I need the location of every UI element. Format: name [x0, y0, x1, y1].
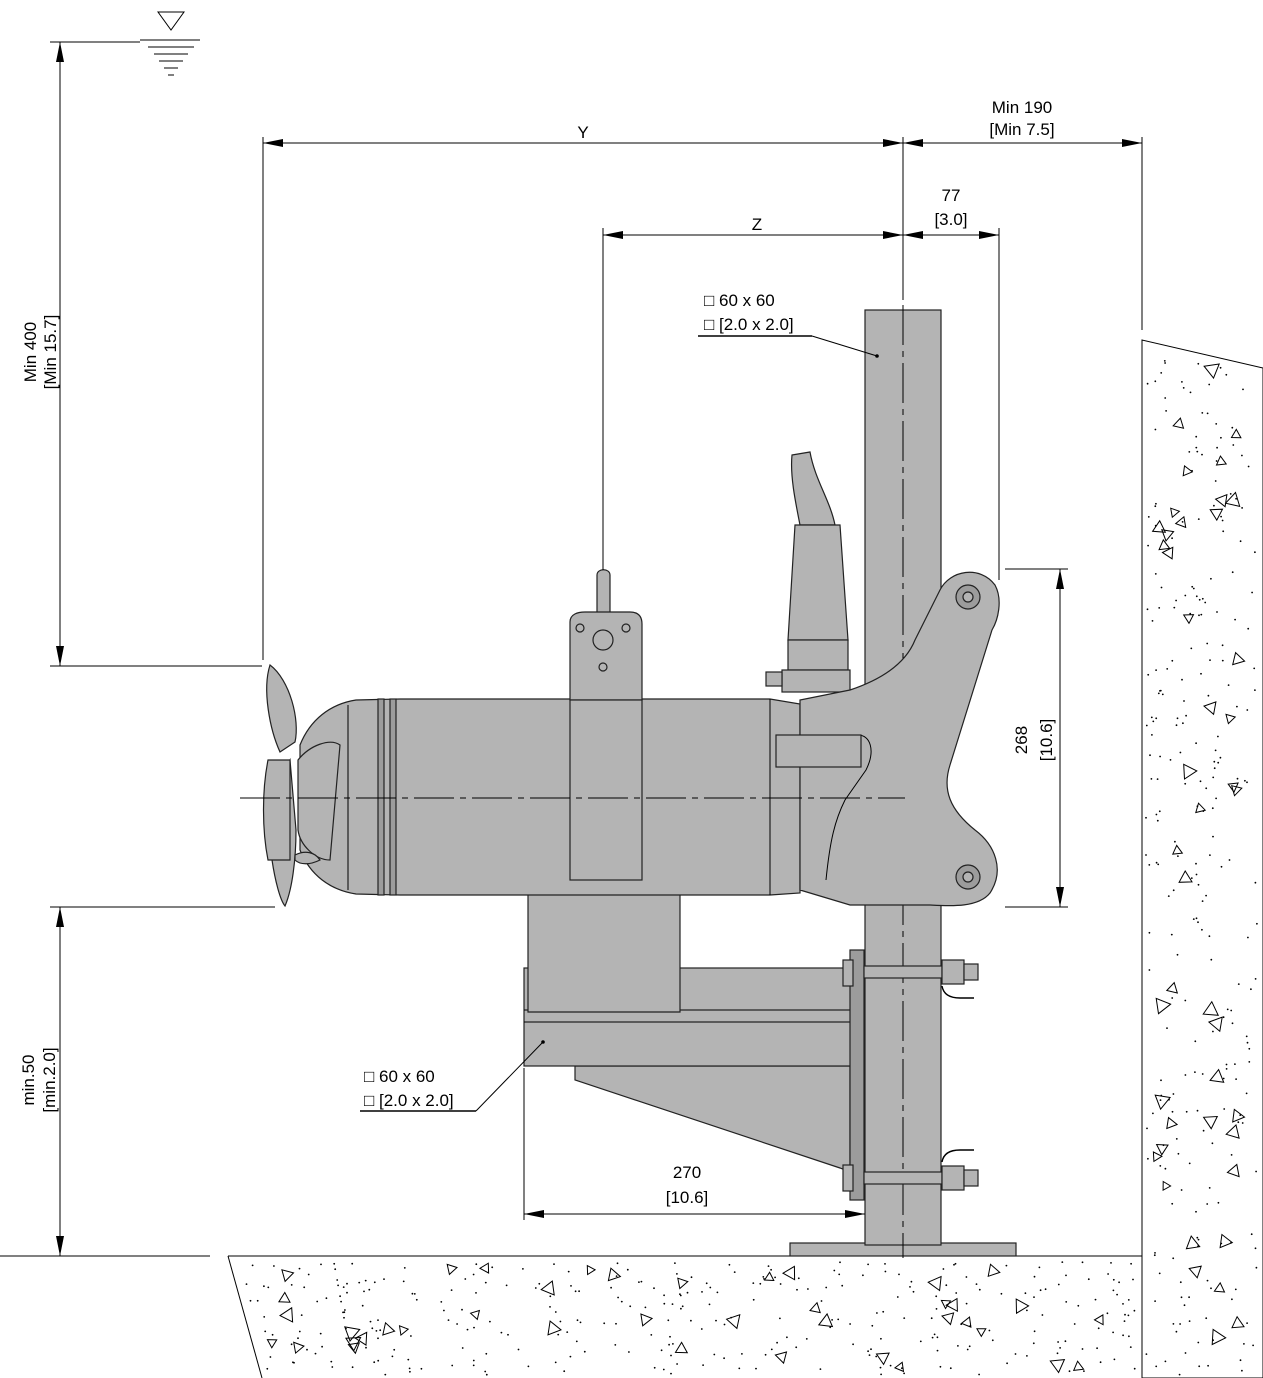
arm-size-inch-label: □ [2.0 x 2.0] — [364, 1091, 454, 1110]
dimension-arrows — [56, 42, 1142, 1256]
dim-77-inch: [3.0] — [934, 210, 967, 229]
concrete-floor — [0, 1255, 1142, 1378]
u-bolts — [863, 959, 979, 1191]
dim-77: 77 — [942, 186, 961, 205]
propeller — [262, 664, 341, 908]
mast-size-label: □ 60 x 60 — [704, 291, 775, 310]
mixer-motor — [299, 451, 1000, 907]
dim-min50-inch: [min.2.0] — [40, 1047, 59, 1112]
mast-size-inch-label: □ [2.0 x 2.0] — [704, 315, 794, 334]
arm-callout: □ 60 x 60 □ [2.0 x 2.0] — [360, 1040, 545, 1112]
dim-270-inch: [10.6] — [666, 1188, 709, 1207]
dim-z-label: Z — [752, 215, 762, 234]
dim-min400: Min 400 — [21, 322, 40, 382]
dim-y-label: Y — [577, 123, 588, 142]
dim-min50: min.50 — [19, 1054, 38, 1105]
dim-268: 268 — [1012, 726, 1031, 754]
flange-plates — [842, 949, 865, 1201]
concrete-wall — [1141, 339, 1263, 1378]
dim-270: 270 — [673, 1163, 701, 1182]
mast-callout: □ 60 x 60 □ [2.0 x 2.0] — [698, 291, 879, 358]
water-level-symbol — [50, 11, 200, 76]
dim-min190: Min 190 — [992, 98, 1052, 117]
dim-min400-inch: [Min 15.7] — [41, 315, 60, 390]
dim-268-inch: [10.6] — [1037, 719, 1056, 762]
dim-min190-inch: [Min 7.5] — [989, 120, 1054, 139]
arm-size-label: □ 60 x 60 — [364, 1067, 435, 1086]
